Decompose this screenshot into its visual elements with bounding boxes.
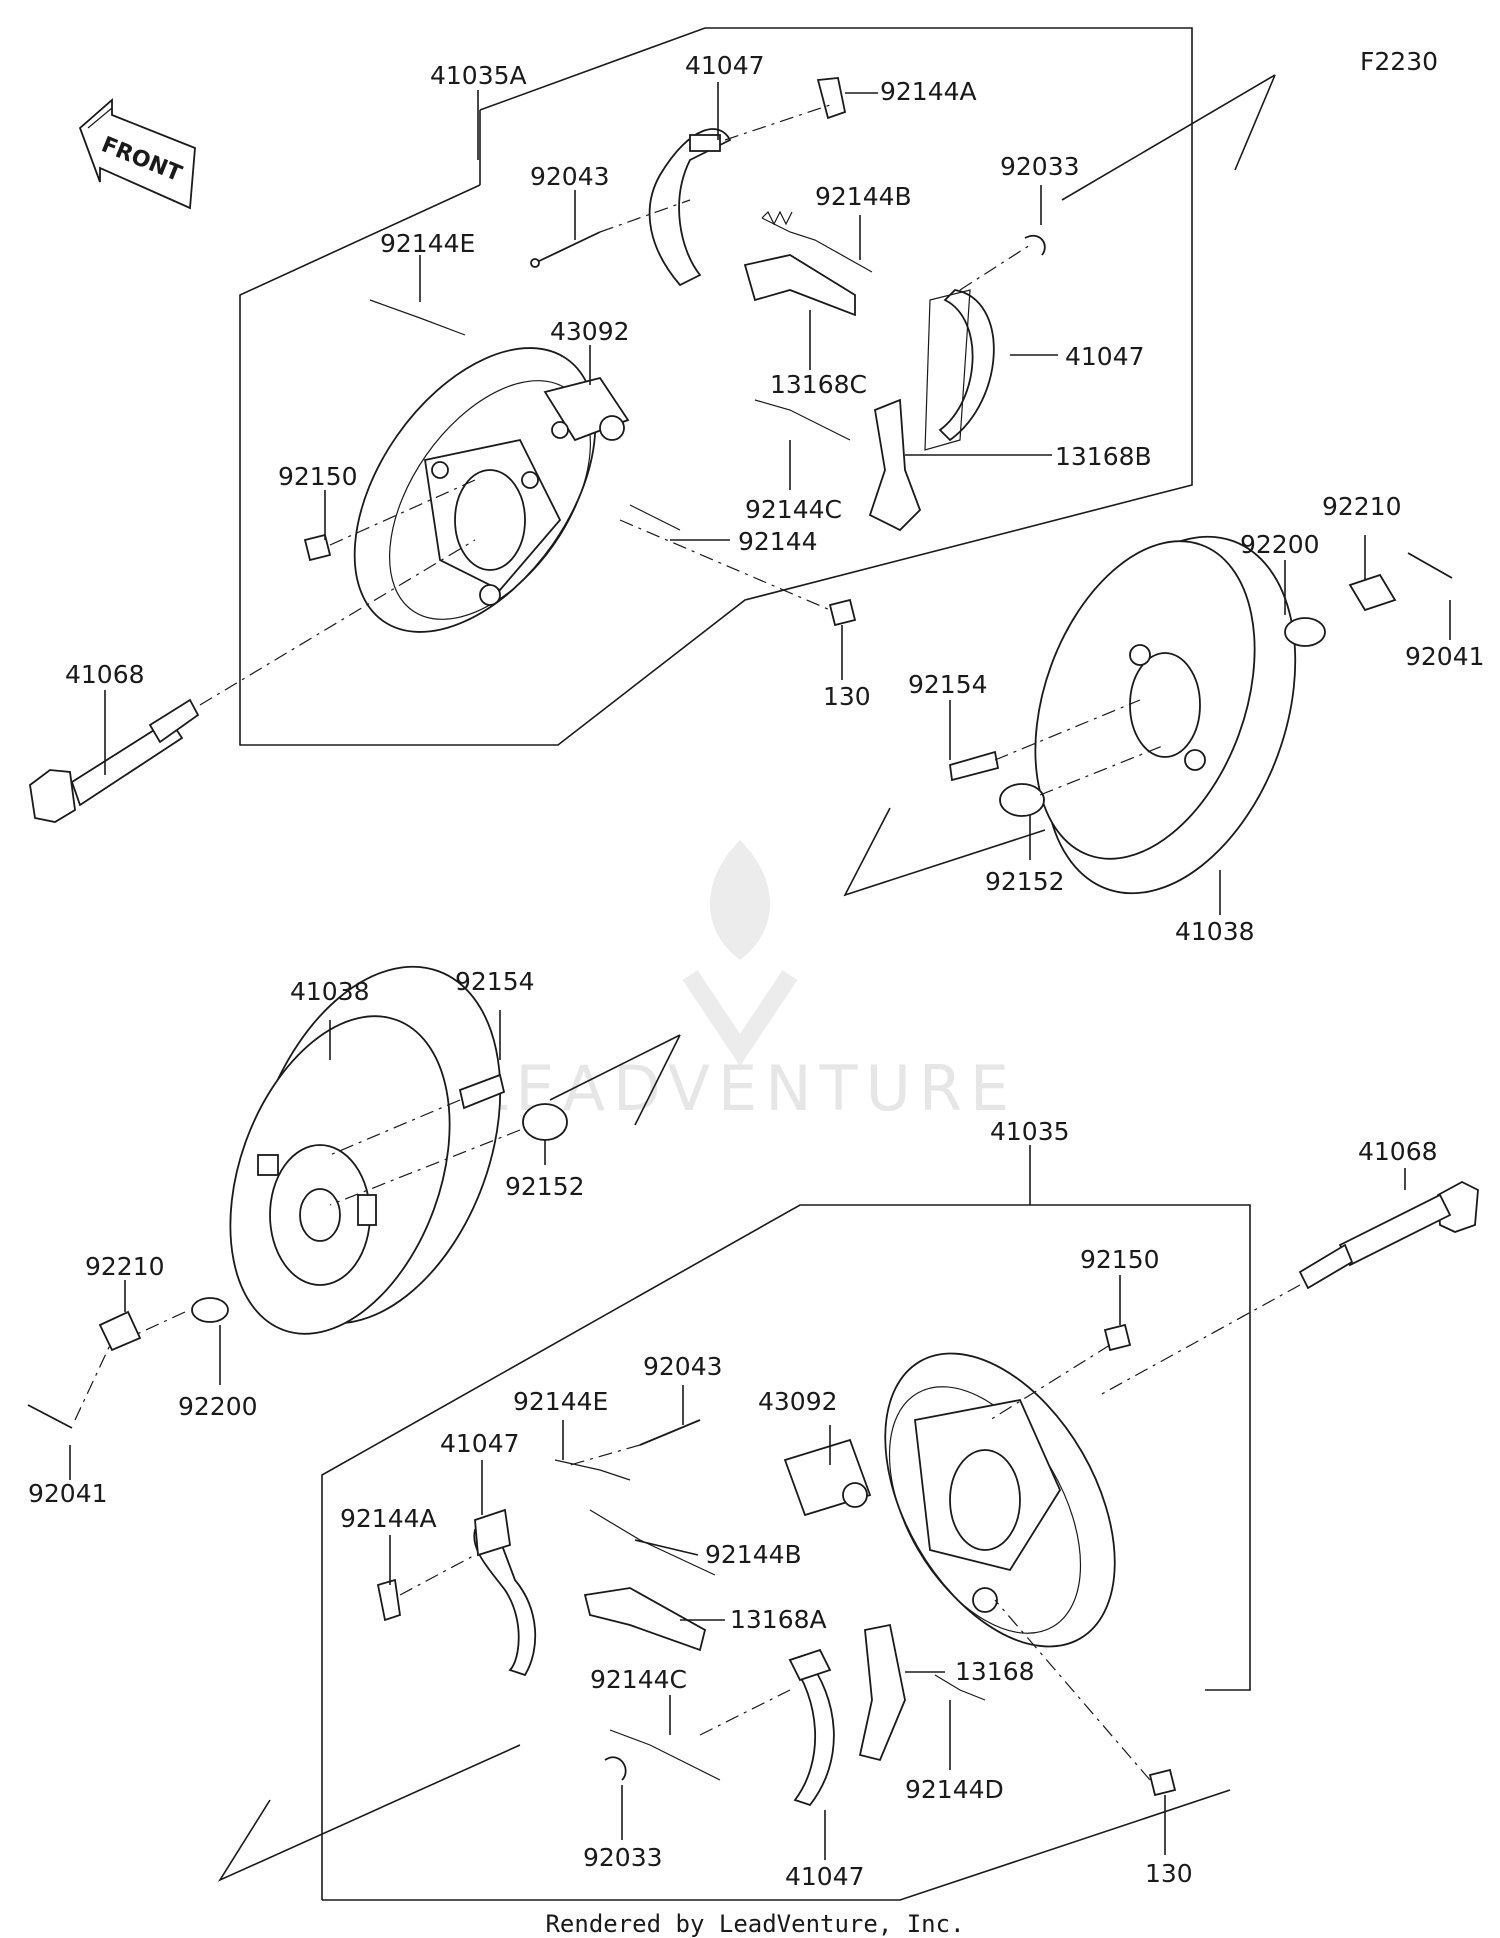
callout-41068-a: 41068	[65, 660, 145, 689]
callout-41047-a: 41047	[685, 51, 765, 80]
callout-92144C-a: 92144C	[745, 495, 842, 524]
callout-41035A: 41035A	[430, 61, 527, 90]
bolt-bottom-92150	[1103, 1323, 1132, 1352]
spring-bottom-b	[589, 1509, 716, 1576]
callout-92144E-a: 92144E	[380, 229, 475, 258]
footer-credit: Rendered by LeadVenture, Inc.	[545, 1910, 964, 1938]
callout-41038-b: 41038	[290, 977, 370, 1006]
brake-shoe-bottom-right	[788, 1648, 835, 1807]
spring-top-92144	[629, 504, 681, 531]
diagram-code: F2230	[1360, 47, 1438, 76]
group-outline-top	[239, 27, 1193, 746]
wheel-cylinder-bottom	[783, 1438, 872, 1517]
lever-bottom-a	[583, 1587, 707, 1652]
spring-top-c	[754, 399, 851, 441]
wheel-cylinder-top	[543, 376, 630, 442]
spring-bottom-e	[554, 1459, 631, 1481]
callout-92154-a: 92154	[908, 670, 988, 699]
brake-shoe-top-lower	[924, 289, 995, 451]
clip-bottom	[376, 1578, 401, 1622]
callout-130-a: 130	[823, 682, 871, 711]
callout-92033-a: 92033	[1000, 152, 1080, 181]
callout-92144E-b: 92144E	[513, 1387, 608, 1416]
callout-92144: 92144	[738, 527, 818, 556]
callout-92041-b: 92041	[28, 1479, 108, 1508]
callout-92200-a: 92200	[1240, 530, 1320, 559]
stud-top	[949, 750, 1000, 782]
callout-92200-b: 92200	[178, 1392, 258, 1421]
callout-92210-a: 92210	[1322, 492, 1402, 521]
callout-43092-b: 43092	[758, 1387, 838, 1416]
brake-drum-bottom	[229, 965, 502, 1335]
callout-13168A: 13168A	[730, 1605, 827, 1634]
callout-41047-d: 41047	[785, 1862, 865, 1891]
callout-92041-a: 92041	[1405, 642, 1485, 671]
callout-41035: 41035	[990, 1117, 1070, 1146]
callout-13168C: 13168C	[770, 370, 867, 399]
ring-top	[1024, 234, 1046, 256]
callout-92150-b: 92150	[1080, 1245, 1160, 1274]
axle-shaft-top	[29, 698, 200, 823]
callout-92043-b: 92043	[643, 1352, 723, 1381]
callout-41047-b: 41047	[1065, 342, 1145, 371]
callout-92152-a: 92152	[985, 867, 1065, 896]
callout-92144A-b: 92144A	[340, 1504, 437, 1533]
bearing-top	[999, 783, 1045, 817]
callout-92152-b: 92152	[505, 1172, 585, 1201]
bearing-bottom	[522, 1103, 568, 1141]
callout-labels: 41035A 41047 92144A 92043 92033 92144B 9…	[28, 51, 1485, 1891]
callout-92144B-a: 92144B	[815, 182, 912, 211]
spring-top-e	[369, 299, 466, 336]
axle-shaft-bottom	[1298, 1180, 1479, 1290]
callout-92154-b: 92154	[455, 967, 535, 996]
backing-plate-bottom	[884, 1352, 1116, 1648]
callout-41068-b: 41068	[1358, 1137, 1438, 1166]
spring-top-b	[761, 217, 873, 273]
callout-92210-b: 92210	[85, 1252, 165, 1281]
group-outline-bottom	[321, 1204, 1251, 1810]
brake-shoe-top-upper	[648, 128, 732, 287]
brake-shoe-bottom-left	[473, 1508, 537, 1677]
washer-top	[1284, 617, 1326, 647]
callout-43092-a: 43092	[550, 317, 630, 346]
watermark-flame-icon	[710, 840, 770, 960]
callout-92144A-a: 92144A	[880, 77, 977, 106]
callout-92144D: 92144D	[905, 1775, 1004, 1804]
callout-92150-a: 92150	[278, 462, 358, 491]
callout-130-b: 130	[1145, 1859, 1193, 1888]
ring-bottom	[604, 1756, 627, 1781]
clip-top	[816, 77, 847, 120]
nut-top	[1348, 573, 1397, 612]
bolt-top-130	[828, 598, 857, 627]
watermark: LEADVENTURE	[473, 840, 1009, 1125]
stud-bottom	[458, 1073, 506, 1110]
cotter-pin-top	[1407, 552, 1453, 579]
front-arrow-icon: FRONT	[78, 98, 196, 210]
backing-plate-top	[353, 347, 597, 633]
bolt-bottom-130	[1148, 1768, 1177, 1797]
callout-92043-a: 92043	[530, 162, 610, 191]
callout-92144C-b: 92144C	[590, 1665, 687, 1694]
lever-bottom	[858, 1623, 906, 1762]
group-outline-drum-top	[1234, 74, 1276, 171]
callout-41038-a: 41038	[1175, 917, 1255, 946]
spring-bottom-c	[609, 1729, 721, 1781]
lever-top-c	[743, 254, 856, 317]
cotter-pin-bottom	[27, 1404, 73, 1429]
bolt-top-92150	[303, 533, 332, 562]
callout-92033-b: 92033	[583, 1843, 663, 1872]
callout-92144B-b: 92144B	[705, 1540, 802, 1569]
lever-top-b	[868, 398, 922, 532]
callout-13168: 13168	[955, 1657, 1035, 1686]
spring-bottom-d	[934, 1674, 986, 1701]
callout-41047-c: 41047	[440, 1429, 520, 1458]
nut-bottom	[98, 1310, 142, 1352]
brake-drum-top	[1034, 535, 1297, 895]
washer-bottom	[191, 1297, 229, 1323]
callout-13168B: 13168B	[1055, 442, 1152, 471]
